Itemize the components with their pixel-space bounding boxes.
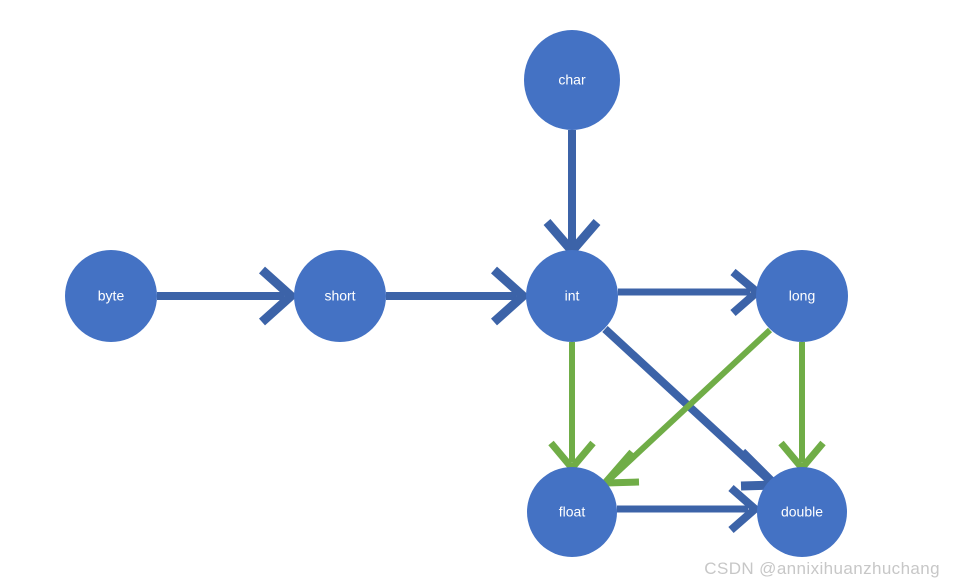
node-byte[interactable]: byte (65, 250, 157, 342)
node-shape-char[interactable] (524, 30, 620, 130)
node-shape-byte[interactable] (65, 250, 157, 342)
arrowhead-short-to-int (490, 266, 530, 326)
node-shape-int[interactable] (526, 250, 618, 342)
edge-int-to-long (618, 268, 764, 317)
node-char[interactable]: char (524, 30, 620, 130)
node-short[interactable]: short (294, 250, 386, 342)
node-shape-float[interactable] (527, 467, 617, 557)
edge-byte-to-short (157, 266, 298, 326)
node-shape-short[interactable] (294, 250, 386, 342)
arrowhead-byte-to-short (258, 266, 298, 326)
edge-line-long-to-float (608, 327, 773, 481)
node-double[interactable]: double (757, 467, 847, 557)
edge-long-to-double (778, 342, 826, 474)
watermark: CSDN @annixihuanzhuchang (704, 559, 940, 578)
node-shape-double[interactable] (757, 467, 847, 557)
edge-short-to-int (386, 266, 530, 326)
edge-char-to-int (543, 130, 601, 258)
arrowhead-float-to-double (728, 484, 762, 534)
node-layer: byte short int long char float (65, 30, 848, 557)
node-shape-long[interactable] (756, 250, 848, 342)
edge-float-to-double (617, 484, 762, 534)
edge-int-to-float (548, 342, 596, 474)
edge-layer (157, 130, 826, 534)
node-float[interactable]: float (527, 467, 617, 557)
node-int[interactable]: int (526, 250, 618, 342)
node-long[interactable]: long (756, 250, 848, 342)
